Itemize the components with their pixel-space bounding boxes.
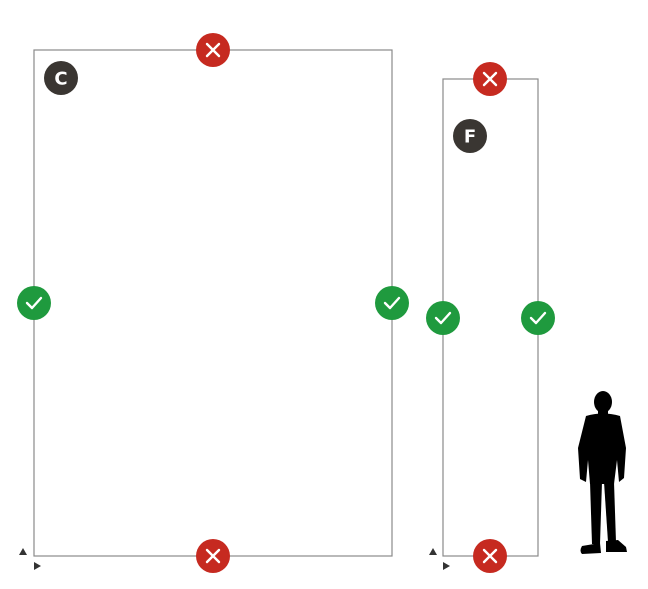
- check-icon-circle: [17, 286, 51, 320]
- panel-f-right-arrow-icon: [443, 562, 450, 570]
- panel-c-right-arrow-icon: [34, 562, 41, 570]
- panel-f-up-arrow-icon: [429, 548, 437, 555]
- check-icon-mark: [529, 311, 547, 325]
- cross-icon-mark: [205, 42, 221, 58]
- panel-f-top-cross-icon: [473, 62, 507, 96]
- panel-c-top-cross-icon: [196, 33, 230, 67]
- panel-f-bottom-cross-icon: [473, 539, 507, 573]
- panel-c-badge-letter: C: [54, 69, 67, 90]
- check-icon-mark: [25, 296, 43, 310]
- cross-icon-mark: [482, 71, 498, 87]
- panel-f-badge-circle: [453, 119, 487, 153]
- panel-c-up-arrow-icon: [19, 548, 27, 555]
- panel-c-left-check-icon: [17, 286, 51, 320]
- check-icon-mark: [434, 311, 452, 325]
- panel-f: F: [426, 62, 555, 573]
- panel-c-badge-circle: [44, 61, 78, 95]
- panel-c-badge: C: [44, 61, 78, 95]
- check-icon-circle: [375, 286, 409, 320]
- panel-f-badge-letter: F: [464, 127, 476, 148]
- panel-f-badge: F: [453, 119, 487, 153]
- panel-f-left-check-icon: [426, 301, 460, 335]
- check-icon-mark: [383, 296, 401, 310]
- panel-c: C: [17, 33, 409, 573]
- check-icon-circle: [521, 301, 555, 335]
- person-silhouette-icon: [578, 391, 627, 554]
- cross-icon-mark: [482, 548, 498, 564]
- panel-c-outline: [33, 49, 393, 557]
- check-icon-circle: [426, 301, 460, 335]
- cross-icon-mark: [205, 548, 221, 564]
- panel-c-bottom-cross-icon: [196, 539, 230, 573]
- panel-c-right-check-icon: [375, 286, 409, 320]
- panel-f-right-check-icon: [521, 301, 555, 335]
